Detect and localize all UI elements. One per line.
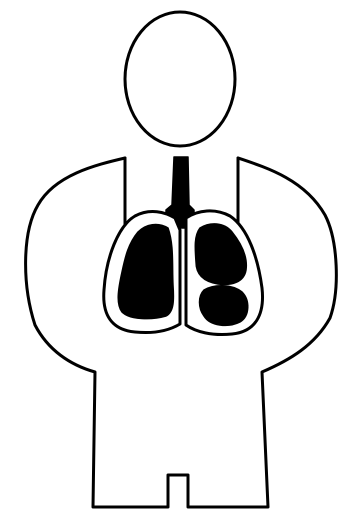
head-icon: [125, 12, 235, 146]
right-lung-lower-lesion-icon: [200, 286, 248, 326]
